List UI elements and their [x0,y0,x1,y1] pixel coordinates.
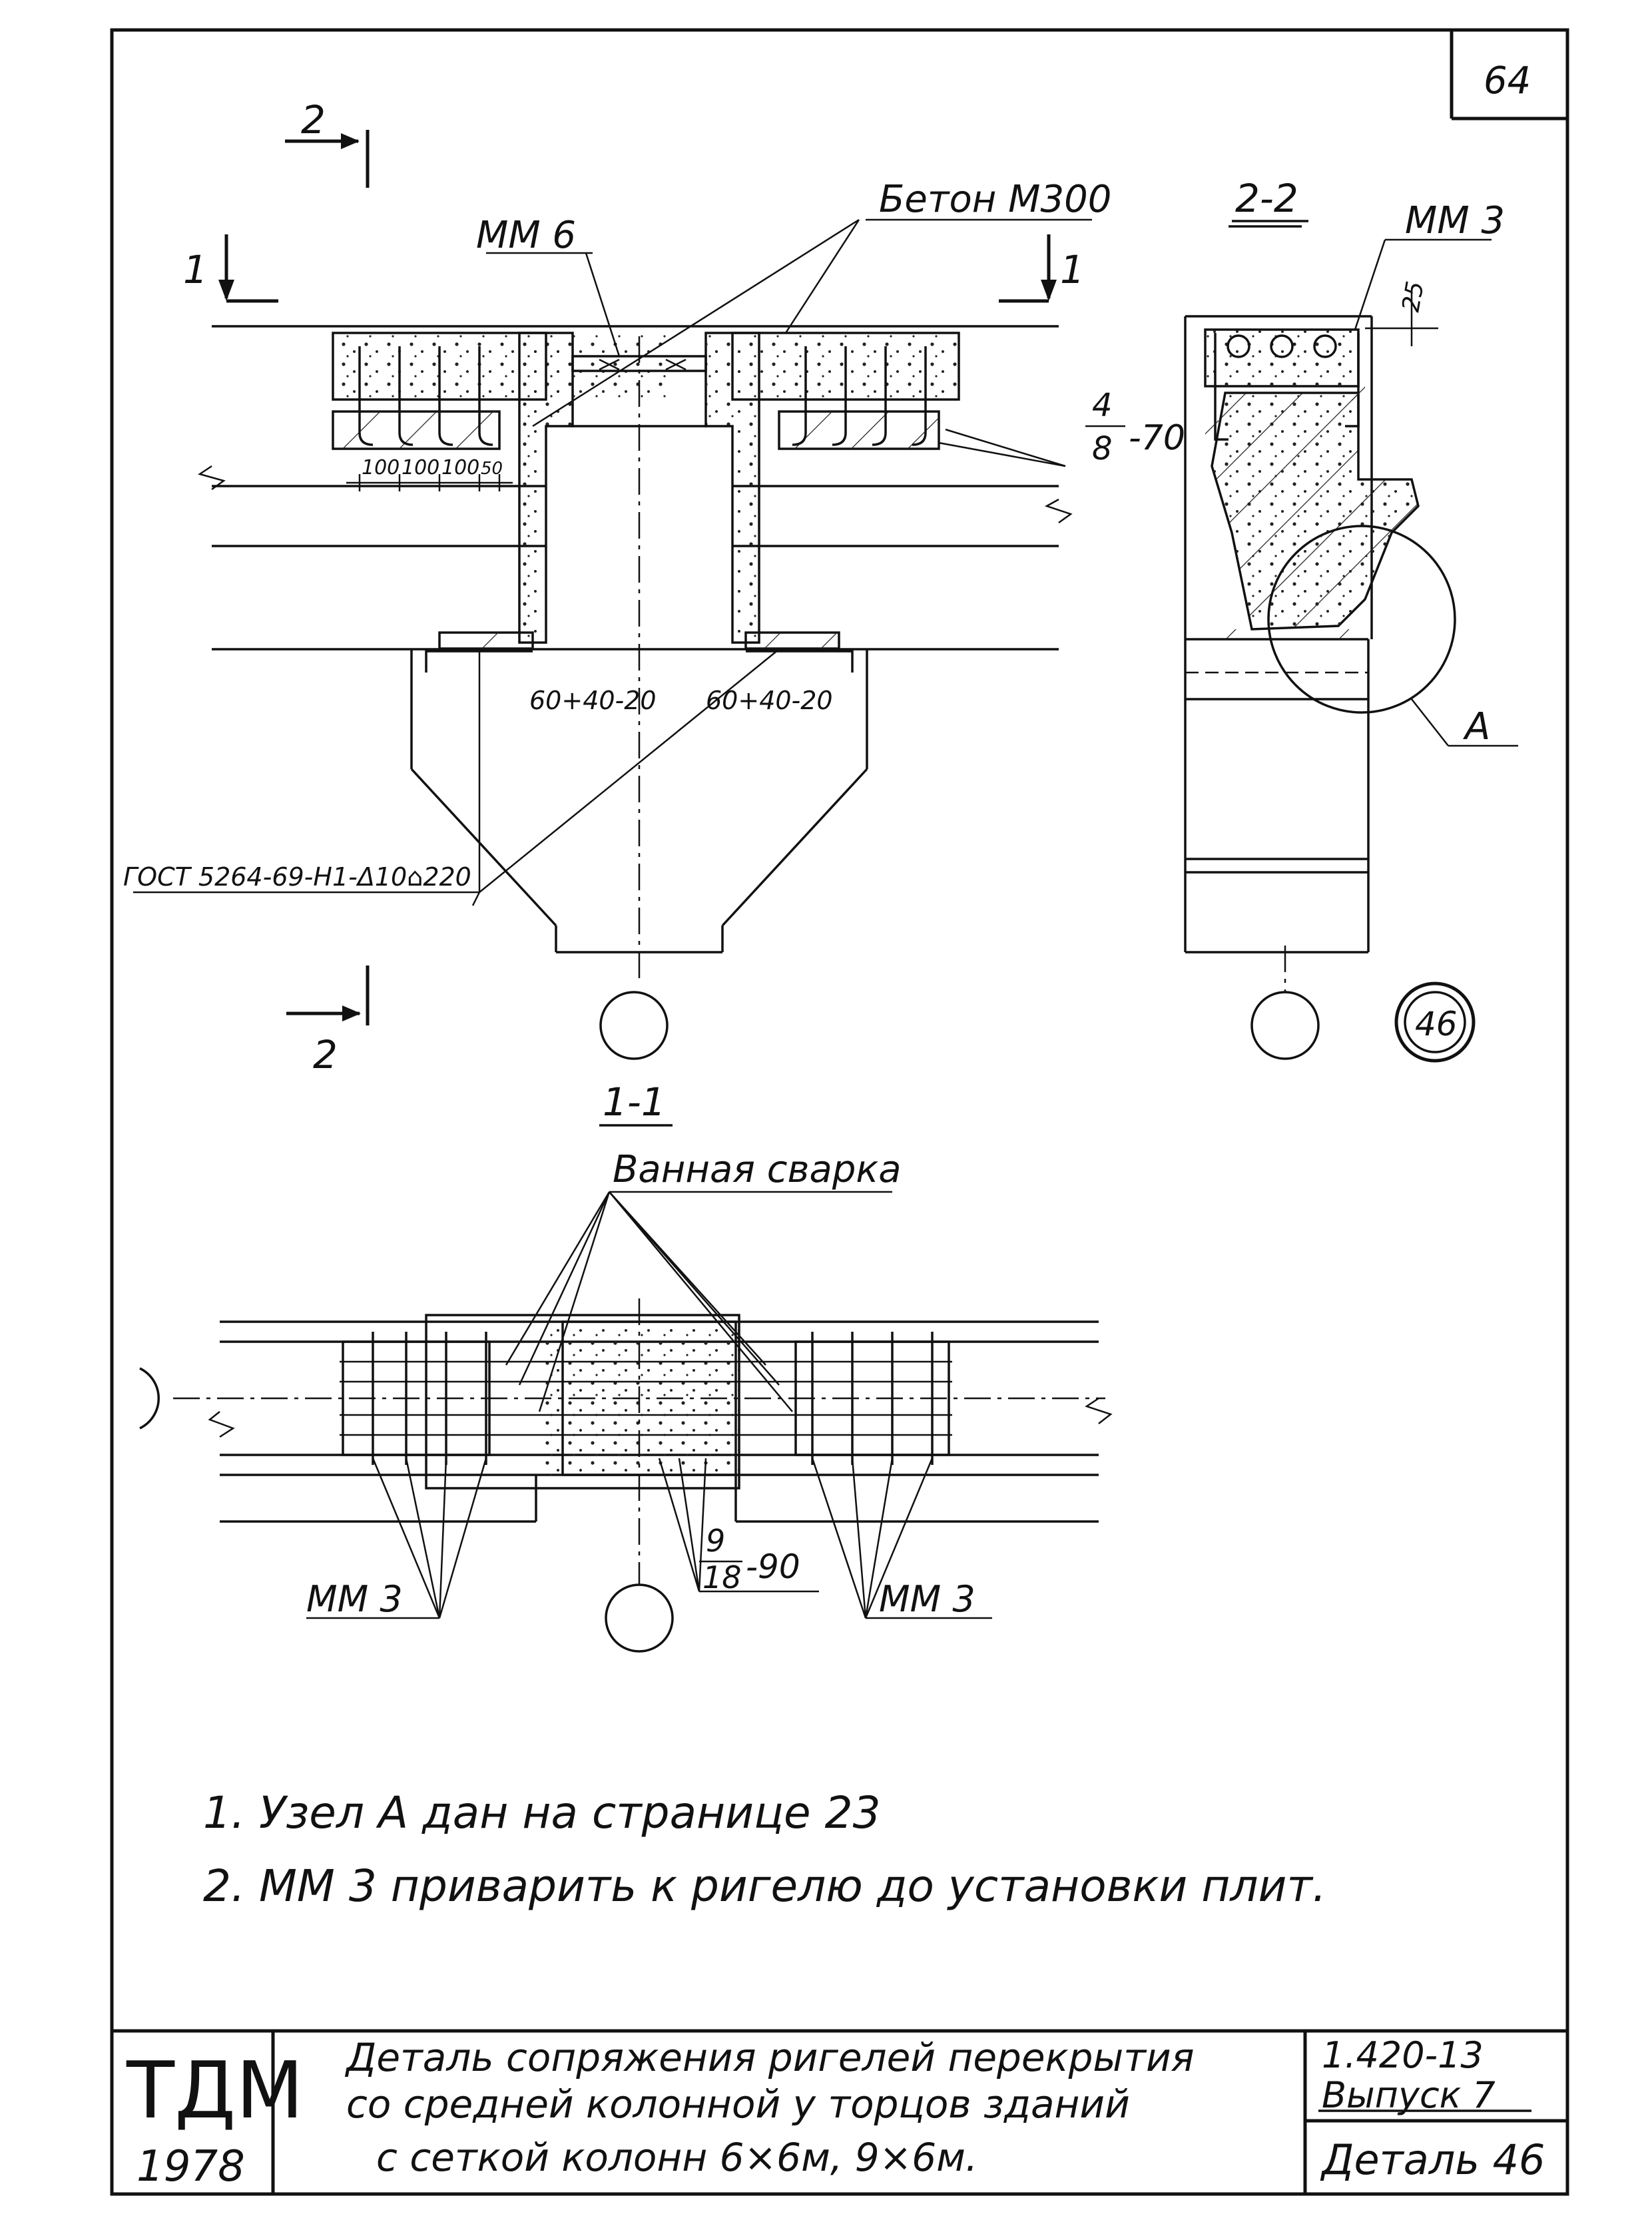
axis-bubble-section-1 [605,1583,674,1653]
main-elevation-view [133,218,1092,1060]
node-a-label: А [1463,705,1490,748]
svg-text:2: 2 [301,97,326,142]
section-mark-2-top: 2 [285,97,370,188]
rebar-fraction-den-main: 8 [1092,430,1113,467]
title-block [112,2029,1567,2194]
dim-50: 50 [481,459,503,479]
section-2-2-mm3: ММ 3 [1405,199,1505,242]
tolerance-right: 60+40-20 [706,686,833,715]
section-1-1-mm3-right: ММ 3 [879,1578,975,1620]
note-1: 1. Узел А дан на странице 23 [203,1787,881,1838]
rebar-fraction-num-main: 4 [1092,387,1113,424]
section-1-1-title: 1-1 [603,1079,666,1125]
dim-100-b: 100 [402,456,439,479]
issue-number: Выпуск 7 [1322,2074,1496,2116]
mm6-label: ММ 6 [476,214,576,257]
dim-25: 25 [1397,279,1429,314]
rebar-fraction-tail-section-1: -90 [746,1547,800,1586]
dim-100-c: 100 [441,456,479,479]
section-mark-1-left: 1 [183,234,278,303]
section-mark-2-bottom: 2 [286,966,370,1077]
note-2: 2. ММ 3 приварить к ригелю до установки … [203,1860,1326,1912]
year: 1978 [137,2142,245,2191]
series-number: 1.420-13 [1322,2034,1484,2076]
org-logo: ТДМ [126,2044,304,2136]
node-a-circle [1267,525,1456,714]
title-line-1: Деталь сопряжения ригелей перекрытия [344,2035,1195,2080]
section-2-2-title: 2-2 [1235,176,1298,221]
section-2-2-view [1184,225,1518,1060]
axis-bubble-main [599,991,669,1060]
svg-text:1: 1 [183,247,208,292]
rebar-fraction-den-section-1: 18 [702,1559,742,1595]
rebar-fraction-tail-main: -70 [1129,418,1185,458]
page-number: 64 [1484,59,1531,103]
section-1-1-mm3-left: ММ 3 [306,1578,403,1620]
title-line-3: с сеткой колонн 6×6м, 9×6м. [376,2135,977,2180]
sheet-frame [110,28,1569,2196]
title-line-2: со средней колонной у торцов зданий [346,2081,1130,2127]
concrete-grade-label: Бетон М300 [879,178,1111,221]
section-1-1-view [139,1124,1113,1653]
rebar-fraction-num-section-1: 9 [706,1523,725,1559]
detail-badge: 46 [1394,981,1476,1063]
gost-weld-label: ГОСТ 5264-69-Н1-Δ10⌂220 [123,862,471,892]
svg-text:46: 46 [1415,1005,1458,1043]
tolerance-left: 60+40-20 [529,686,657,715]
section-mark-1-right: 1 [999,234,1085,303]
svg-text:1: 1 [1060,247,1085,292]
axis-bubble-section-2 [1250,991,1320,1060]
svg-text:2: 2 [313,1032,338,1077]
detail-number: Деталь 46 [1320,2135,1545,2184]
dim-100-a: 100 [362,456,400,479]
bath-weld-label: Ванная сварка [613,1148,902,1191]
